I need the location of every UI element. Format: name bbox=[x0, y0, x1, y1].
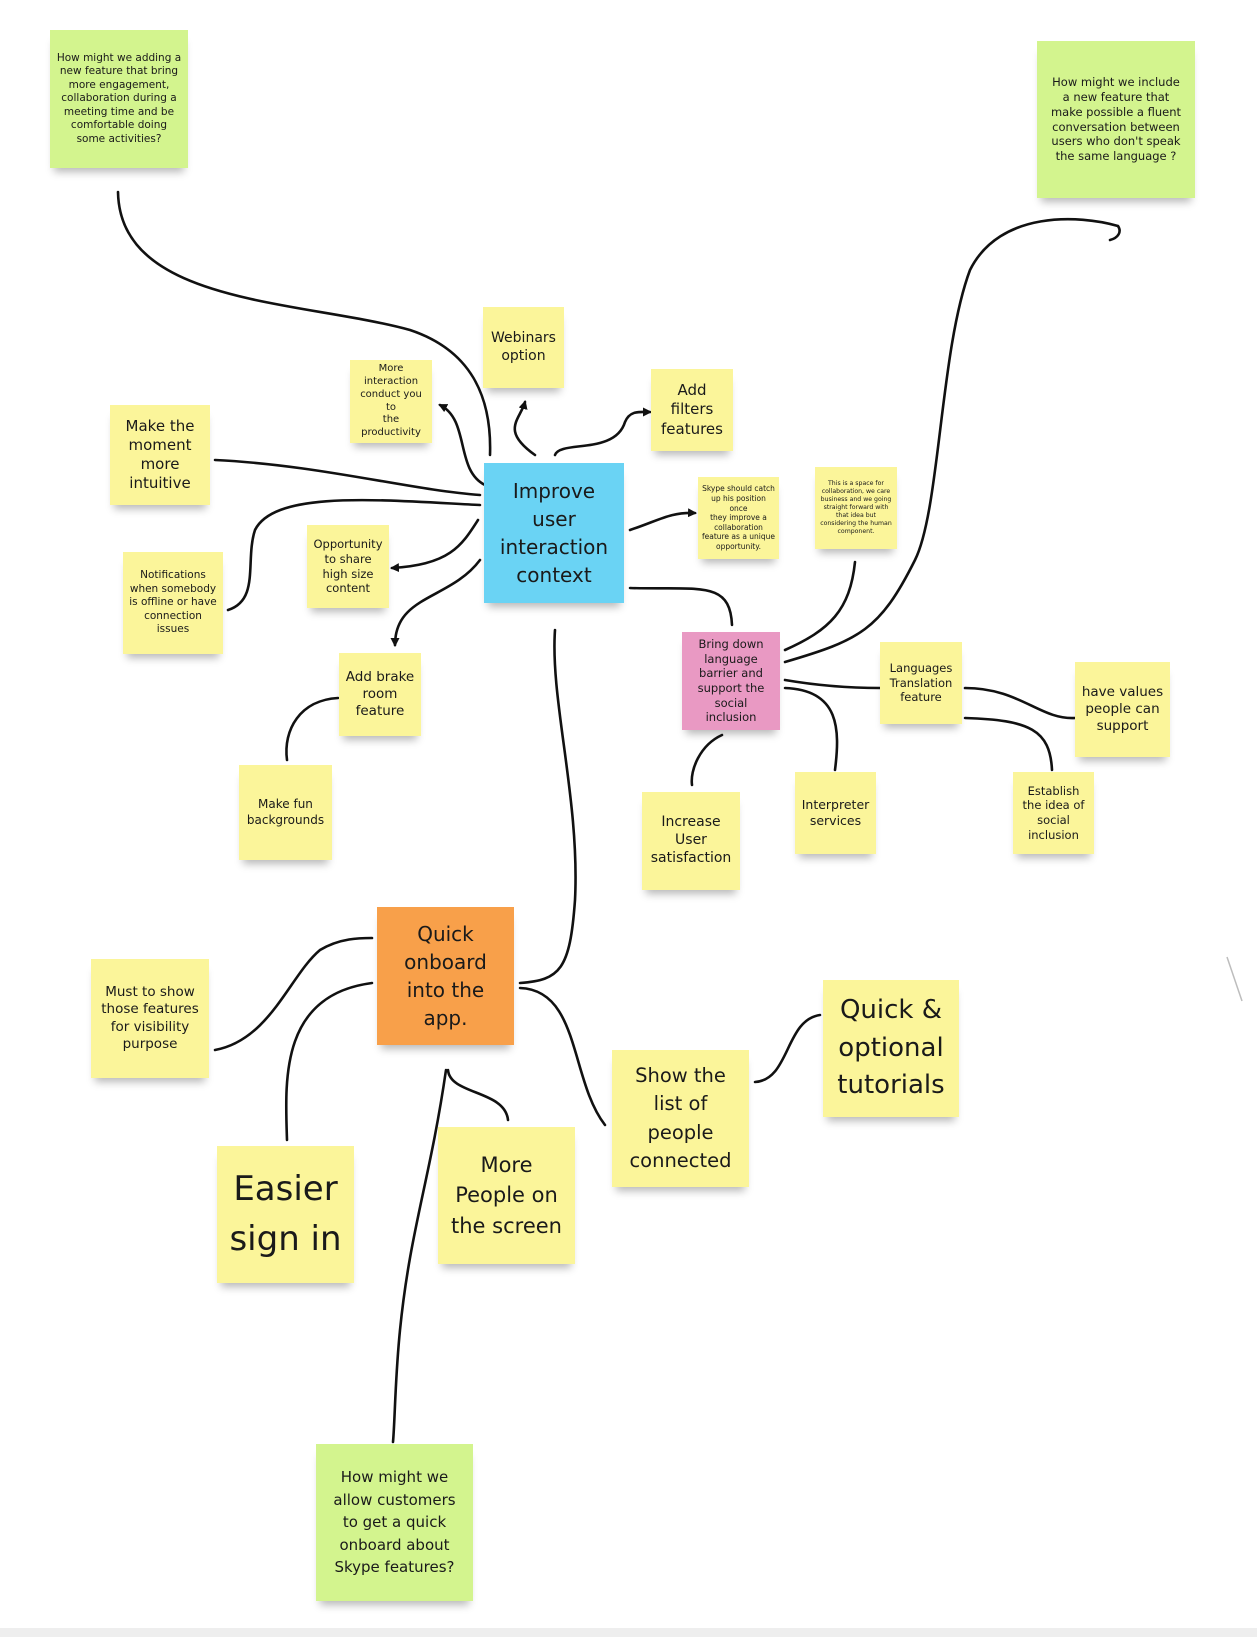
note-have-values[interactable]: have values people can support bbox=[1075, 662, 1170, 757]
note-add-brake-room-text: Add brake room feature bbox=[345, 668, 415, 720]
note-webinars[interactable]: Webinars option bbox=[483, 307, 564, 388]
note-notifications-text: Notifications when somebody is offline o… bbox=[129, 569, 217, 636]
link-space-collab bbox=[783, 560, 857, 652]
note-notifications[interactable]: Notifications when somebody is offline o… bbox=[123, 552, 223, 654]
link-show-list bbox=[518, 986, 607, 1127]
note-question-language[interactable]: How might we include a new feature that … bbox=[1037, 41, 1195, 198]
note-establish-inclusion-text: Establish the idea of social inclusion bbox=[1022, 783, 1085, 842]
note-show-list-people-text: Show the list of people connected bbox=[629, 1063, 732, 1172]
note-increase-satisfaction-text: Increase User satisfaction bbox=[650, 814, 732, 866]
note-question-engagement-text: How might we adding a new feature that b… bbox=[56, 51, 182, 145]
note-establish-inclusion[interactable]: Establish the idea of social inclusion bbox=[1013, 772, 1094, 854]
note-more-people-screen-text: More People on the screen bbox=[451, 1152, 562, 1238]
note-make-fun-backgrounds[interactable]: Make fun backgrounds bbox=[239, 765, 332, 860]
note-make-moment[interactable]: Make the moment more intuitive bbox=[110, 405, 210, 505]
link-have-values bbox=[963, 686, 1077, 720]
note-question-onboard[interactable]: How might we allow customers to get a qu… bbox=[316, 1444, 473, 1601]
note-skype-catch-up[interactable]: Skype should catch up his position once … bbox=[698, 477, 779, 559]
link-make-moment bbox=[213, 458, 482, 497]
link-establish bbox=[963, 716, 1054, 772]
link-easier bbox=[284, 981, 374, 1142]
note-bring-down-barrier-text: Bring down language barrier and support … bbox=[697, 636, 765, 725]
note-opportunity-share[interactable]: Opportunity to share high size content bbox=[307, 525, 389, 608]
link-add-brake bbox=[390, 558, 482, 647]
note-webinars-text: Webinars option bbox=[491, 329, 556, 364]
link-interpreter bbox=[783, 686, 839, 772]
note-space-collaboration[interactable]: This is a space for collaboration, we ca… bbox=[815, 467, 897, 549]
note-quick-optional-tutorials-text: Quick & optional tutorials bbox=[837, 994, 945, 1101]
note-bring-down-barrier[interactable]: Bring down language barrier and support … bbox=[682, 632, 780, 730]
note-opportunity-share-text: Opportunity to share high size content bbox=[313, 537, 383, 596]
note-question-onboard-text: How might we allow customers to get a qu… bbox=[333, 1468, 456, 1577]
bottom-divider bbox=[0, 1628, 1257, 1637]
link-more-interaction bbox=[438, 403, 487, 487]
note-question-language-text: How might we include a new feature that … bbox=[1050, 75, 1182, 163]
note-improve-interaction-text: Improve user interaction context bbox=[499, 479, 609, 587]
link-quick-optional bbox=[753, 1013, 822, 1084]
note-more-interaction-text: More interaction conduct you to the prod… bbox=[360, 363, 422, 439]
note-skype-catch-up-text: Skype should catch up his position once … bbox=[701, 484, 776, 551]
note-space-collaboration-text: This is a space for collaboration, we ca… bbox=[820, 480, 892, 535]
note-languages-translation[interactable]: Languages Translation feature bbox=[880, 642, 962, 724]
link-bring-down bbox=[628, 586, 734, 627]
link-language-question bbox=[783, 217, 1121, 664]
note-easier-sign-in[interactable]: Easier sign in bbox=[217, 1146, 354, 1283]
link-improve-quick bbox=[518, 628, 577, 985]
edge-mark-icon bbox=[1226, 956, 1243, 1002]
note-add-filters-text: Add filters features bbox=[661, 381, 723, 438]
note-quick-onboard[interactable]: Quick onboard into the app. bbox=[377, 907, 514, 1045]
note-must-show-text: Must to show those features for visibili… bbox=[101, 983, 199, 1052]
note-have-values-text: have values people can support bbox=[1081, 683, 1164, 735]
note-make-fun-backgrounds-text: Make fun backgrounds bbox=[246, 797, 325, 827]
note-show-list-people[interactable]: Show the list of people connected bbox=[612, 1050, 749, 1187]
note-interpreter-services-text: Interpreter services bbox=[801, 797, 870, 828]
link-increase bbox=[690, 733, 724, 787]
note-languages-translation-text: Languages Translation feature bbox=[889, 660, 953, 705]
note-quick-optional-tutorials[interactable]: Quick & optional tutorials bbox=[823, 980, 959, 1117]
link-opportunity bbox=[390, 518, 480, 573]
link-languages bbox=[783, 678, 882, 690]
link-webinars bbox=[513, 400, 537, 457]
note-quick-onboard-text: Quick onboard into the app. bbox=[404, 922, 487, 1030]
note-must-show[interactable]: Must to show those features for visibili… bbox=[91, 959, 209, 1078]
note-add-brake-room[interactable]: Add brake room feature bbox=[339, 653, 421, 736]
note-question-engagement[interactable]: How might we adding a new feature that b… bbox=[50, 30, 188, 168]
note-make-moment-text: Make the moment more intuitive bbox=[125, 416, 195, 493]
note-more-people-screen[interactable]: More People on the screen bbox=[438, 1127, 575, 1264]
note-add-filters[interactable]: Add filters features bbox=[651, 369, 733, 451]
note-interpreter-services[interactable]: Interpreter services bbox=[795, 772, 876, 854]
link-more-people bbox=[446, 1068, 510, 1122]
note-more-interaction[interactable]: More interaction conduct you to the prod… bbox=[350, 360, 432, 443]
note-improve-interaction[interactable]: Improve user interaction context bbox=[484, 463, 624, 603]
link-filters bbox=[553, 407, 652, 457]
link-make-fun bbox=[285, 696, 340, 762]
note-increase-satisfaction[interactable]: Increase User satisfaction bbox=[642, 792, 740, 890]
note-easier-sign-in-text: Easier sign in bbox=[229, 1169, 342, 1259]
link-skype-catch bbox=[628, 508, 697, 532]
link-must-show bbox=[213, 936, 374, 1052]
